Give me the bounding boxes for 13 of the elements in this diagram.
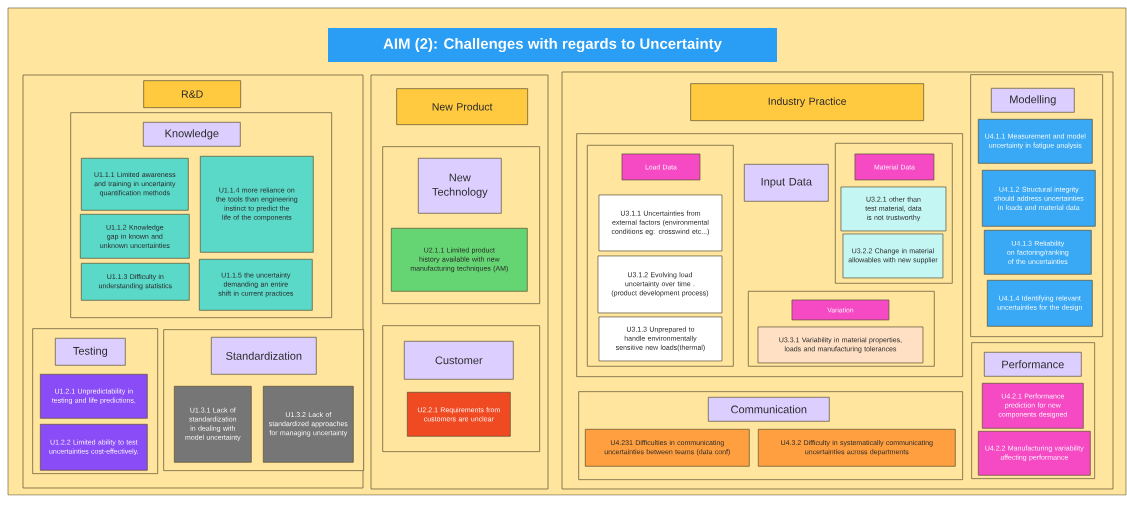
title-banner: AIM (2): Challenges with regards to Uncertainty [328,28,777,62]
category-heading: Knowledge [142,121,241,147]
category-heading: Testing [54,337,126,366]
category-heading: R&D [143,80,241,108]
category-heading: Modelling [990,87,1075,113]
category-heading: New Product [396,88,528,125]
category-heading: Communication [707,396,830,422]
category-heading: Performance [983,351,1082,377]
category-heading: Customer [403,340,514,380]
category-heading: Standardization [210,336,317,375]
category-heading: Industry Practice [690,83,924,121]
category-heading: Input Data [743,163,829,202]
category-heading: New Technology [417,157,502,214]
